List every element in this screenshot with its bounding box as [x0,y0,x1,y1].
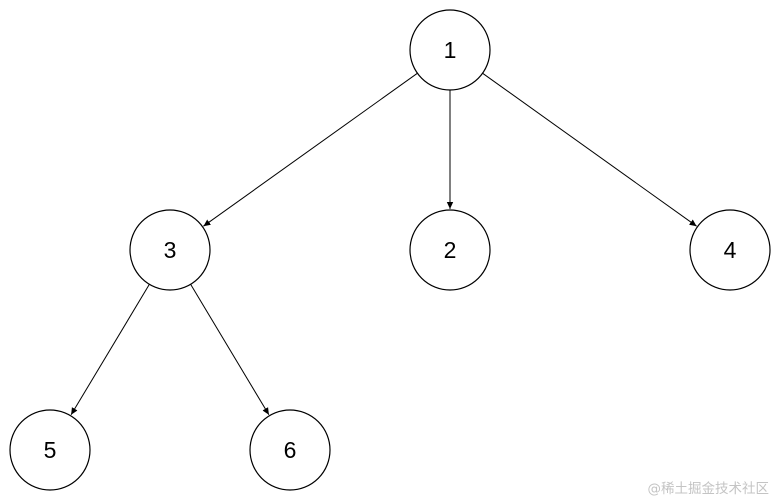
edge-3-to-5 [70,284,150,416]
node-label: 5 [44,437,57,463]
nodes-group: 1 2 3 4 5 6 [9,9,771,491]
node-circle [689,209,771,291]
node-circle [9,409,91,491]
node-1: 1 [409,9,491,91]
node-4: 4 [689,209,771,291]
node-label: 1 [444,37,457,63]
node-circle [129,209,211,291]
edge-1-to-4 [482,72,697,227]
node-3: 3 [129,209,211,291]
node-circle [409,9,491,91]
node-circle [249,409,331,491]
edge-3-to-6 [190,284,270,416]
node-label: 4 [724,237,737,263]
watermark-text: @稀土掘金技术社区 [647,481,770,497]
node-6: 6 [249,409,331,491]
node-label: 2 [444,237,457,263]
node-5: 5 [9,409,91,491]
node-label: 3 [164,237,177,263]
node-label: 6 [284,437,297,463]
node-2: 2 [409,209,491,291]
edges-group [70,72,697,416]
node-circle [409,209,491,291]
edge-1-to-3 [203,72,418,227]
